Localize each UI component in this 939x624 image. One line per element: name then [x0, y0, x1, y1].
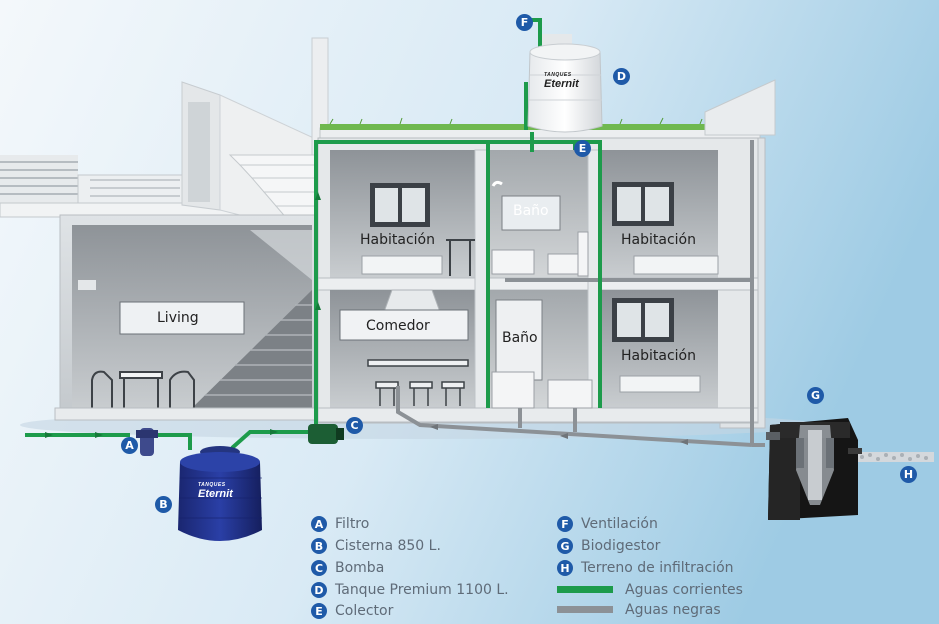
marker-a: A: [121, 437, 138, 454]
legend-swatch-clean: [557, 586, 613, 593]
room-label-bano-lower: Baño: [502, 330, 538, 346]
marker-h: H: [900, 466, 917, 483]
room-label-bano-upper: Baño: [513, 203, 549, 219]
legend-item-cisterna: B Cisterna 850 L.: [311, 536, 441, 556]
marker-b: B: [155, 496, 172, 513]
legend-item-aguas-corrientes: Aguas corrientes: [625, 580, 743, 600]
room-label-habitacion-upper-left: Habitación: [360, 232, 435, 248]
marker-d: D: [613, 68, 630, 85]
legend-item-biodigestor: G Biodigestor: [557, 536, 660, 556]
room-label-comedor: Comedor: [366, 318, 430, 334]
filter-illustration: [136, 428, 158, 456]
marker-c: C: [346, 417, 363, 434]
legend-badge-d: D: [311, 582, 327, 598]
window-upper-right: [612, 182, 674, 226]
window-upper-left: [370, 183, 430, 227]
legend-badge-f: F: [557, 516, 573, 532]
legend-item-colector: E Colector: [311, 601, 393, 621]
legend-item-filtro: A Filtro: [311, 514, 369, 534]
legend-badge-c: C: [311, 560, 327, 576]
biodigestor-illustration: [766, 418, 862, 520]
legend-badge-b: B: [311, 538, 327, 554]
legend-label-terreno: Terreno de infiltración: [581, 560, 734, 576]
legend-label-ventilacion: Ventilación: [581, 516, 658, 532]
legend-item-bomba: C Bomba: [311, 558, 384, 578]
room-label-living: Living: [157, 310, 199, 326]
legend-item-terreno: H Terreno de infiltración: [557, 558, 734, 578]
balcony: [0, 155, 241, 218]
clean-water-pipes: [25, 18, 602, 450]
sewage-pipes: [396, 140, 765, 447]
legend-label-filtro: Filtro: [335, 516, 370, 532]
infiltration-field: [858, 452, 934, 462]
legend-label-bomba: Bomba: [335, 560, 385, 576]
legend-label-cisterna: Cisterna 850 L.: [335, 538, 441, 554]
pump-illustration: [308, 424, 344, 444]
legend-badge-e: E: [311, 603, 327, 619]
tank-brand-logo: TANQUES Eternit: [544, 72, 579, 90]
legend-label-biodigestor: Biodigestor: [581, 538, 661, 554]
window-lower-right: [612, 298, 674, 342]
legend-label-colector: Colector: [335, 603, 394, 619]
legend-label-aguas-negras: Aguas negras: [625, 602, 721, 618]
marker-f: F: [516, 14, 533, 31]
cistern-illustration: [178, 446, 262, 541]
legend-item-tanque: D Tanque Premium 1100 L.: [311, 580, 509, 600]
cistern-brand-logo: TANQUES Eternit: [198, 482, 233, 500]
legend-badge-g: G: [557, 538, 573, 554]
room-label-habitacion-lower-right: Habitación: [621, 348, 696, 364]
legend-badge-h: H: [557, 560, 573, 576]
tank-illustration: [527, 34, 603, 133]
room-label-habitacion-upper-right: Habitación: [621, 232, 696, 248]
legend-item-ventilacion: F Ventilación: [557, 514, 658, 534]
legend-label-aguas-corrientes: Aguas corrientes: [625, 582, 743, 598]
legend-label-tanque: Tanque Premium 1100 L.: [335, 582, 509, 598]
legend-badge-a: A: [311, 516, 327, 532]
marker-g: G: [807, 387, 824, 404]
legend-swatch-sewage: [557, 606, 613, 613]
marker-e: E: [574, 140, 591, 157]
legend-item-aguas-negras: Aguas negras: [625, 600, 721, 620]
